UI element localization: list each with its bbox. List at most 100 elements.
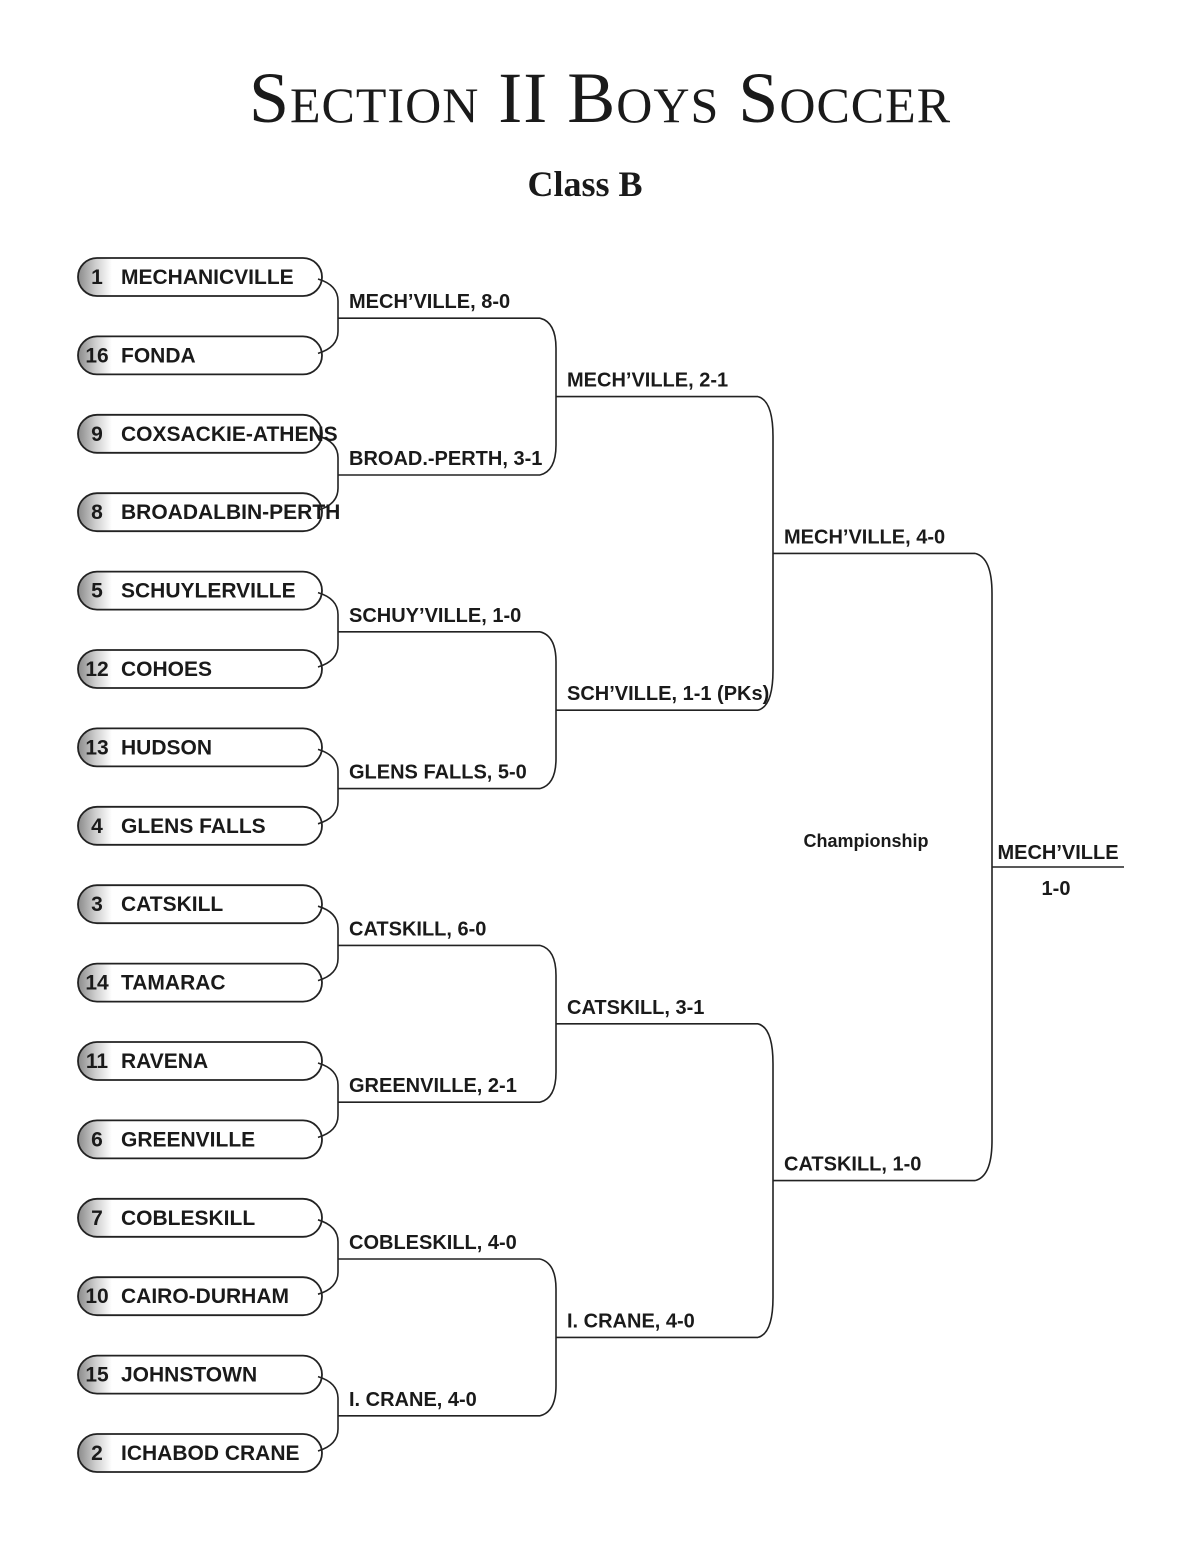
seed-badge [78, 1434, 112, 1472]
team-seed: 4 [91, 815, 103, 838]
bracket-connector [539, 631, 557, 790]
team-pill [77, 727, 323, 768]
team-pill [77, 413, 323, 454]
team-pill [77, 805, 323, 846]
team-pill [77, 1433, 323, 1473]
team-name: GREENVILLE [121, 1128, 255, 1151]
bracket-connector [317, 278, 339, 355]
team-entry: 8 BROADALBIN-PERTH [77, 492, 340, 533]
team-pill [77, 570, 323, 611]
seed-badge [78, 1120, 112, 1159]
semifinal-result: CATSKILL, 1-0 [784, 1154, 921, 1176]
bracket-connector [317, 1062, 339, 1139]
seed-badge [78, 650, 112, 688]
seed-badge [78, 806, 112, 845]
team-entry: 3 CATSKILL [77, 884, 323, 925]
team-name: JOHNSTOWN [121, 1364, 257, 1387]
round1-result: GLENS FALLS, 5-0 [349, 762, 527, 784]
quarterfinal-result: MECH’VILLE, 2-1 [567, 370, 728, 392]
bracket-connector [317, 1375, 339, 1452]
team-name: GLENS FALLS [121, 815, 266, 838]
team-name: TAMARAC [121, 972, 226, 995]
team-name: COHOES [121, 658, 212, 681]
bracket-connector [757, 1023, 774, 1339]
bracket-connector [539, 317, 557, 476]
team-seed: 8 [91, 501, 103, 524]
team-name: SCHUYLERVILLE [121, 580, 296, 603]
seed-badge [78, 571, 112, 610]
seed-badge [78, 885, 112, 924]
bracket-connector [317, 1219, 339, 1295]
seed-badge [78, 336, 112, 375]
team-pill [77, 335, 323, 376]
team-pill [77, 1354, 323, 1395]
team-seed: 7 [91, 1207, 103, 1230]
page-title: Section II Boys Soccer [248, 58, 952, 138]
page-subtitle: Class B [527, 164, 643, 204]
team-seed: 5 [91, 580, 103, 603]
team-name: HUDSON [121, 736, 212, 759]
champion-name: MECH’VILLE [997, 842, 1118, 864]
team-entry: 6 GREENVILLE [77, 1119, 323, 1160]
round1-result: CATSKILL, 6-0 [349, 918, 486, 940]
team-seed: 15 [85, 1364, 109, 1387]
seed-badge [78, 728, 112, 767]
quarterfinal-result: SCH’VILLE, 1-1 (PKs) [567, 683, 769, 705]
seed-badge [78, 1355, 112, 1394]
team-pill [77, 1119, 323, 1160]
round1-result: GREENVILLE, 2-1 [349, 1075, 517, 1097]
bracket-connector [757, 395, 774, 711]
team-pill [77, 884, 323, 925]
seed-badge [78, 1277, 112, 1316]
semifinal-result: MECH’VILLE, 4-0 [784, 526, 945, 548]
seed-badge [78, 258, 112, 296]
champion-score: 1-0 [1042, 878, 1071, 900]
team-name: FONDA [121, 344, 196, 367]
team-seed: 11 [86, 1050, 109, 1073]
bracket-connector [317, 435, 339, 511]
team-pill [77, 1041, 323, 1081]
team-name: CATSKILL [121, 893, 223, 916]
quarterfinal-result: CATSKILL, 3-1 [567, 997, 704, 1019]
round1-result: SCHUY’VILLE, 1-0 [349, 605, 521, 627]
team-pill [77, 1276, 323, 1317]
round1-result: BROAD.-PERTH, 3-1 [349, 448, 542, 470]
seed-badge [78, 963, 112, 1002]
bracket-connector [539, 1258, 557, 1417]
quarterfinal-result: I. CRANE, 4-0 [567, 1310, 695, 1332]
team-seed: 2 [91, 1442, 103, 1465]
team-entry: 5 SCHUYLERVILLE [77, 570, 323, 611]
team-name: ICHABOD CRANE [121, 1442, 300, 1465]
team-pill [77, 257, 323, 297]
team-pill [77, 962, 323, 1003]
team-pill [77, 492, 323, 533]
seed-badge [78, 493, 112, 532]
championship-label: Championship [804, 831, 929, 851]
round1-result: COBLESKILL, 4-0 [349, 1232, 517, 1254]
round1-result: MECH’VILLE, 8-0 [349, 291, 510, 313]
team-entry: 15 JOHNSTOWN [77, 1354, 323, 1395]
team-seed: 14 [85, 972, 109, 995]
team-pill [77, 1197, 323, 1238]
bracket-connector [539, 944, 557, 1103]
seed-badge [78, 414, 112, 453]
team-name: BROADALBIN-PERTH [121, 501, 340, 524]
team-seed: 3 [91, 893, 103, 916]
bracket-connector [317, 748, 339, 825]
team-name: RAVENA [121, 1050, 208, 1073]
team-seed: 9 [91, 423, 103, 446]
team-entry: 2 ICHABOD CRANE [77, 1433, 323, 1473]
bracket-connector [317, 905, 339, 982]
seed-badge [78, 1198, 112, 1237]
team-seed: 16 [85, 344, 108, 367]
team-pill [77, 649, 323, 689]
team-name: MECHANICVILLE [121, 266, 294, 289]
team-seed: 10 [85, 1285, 108, 1308]
team-seed: 6 [91, 1128, 103, 1151]
